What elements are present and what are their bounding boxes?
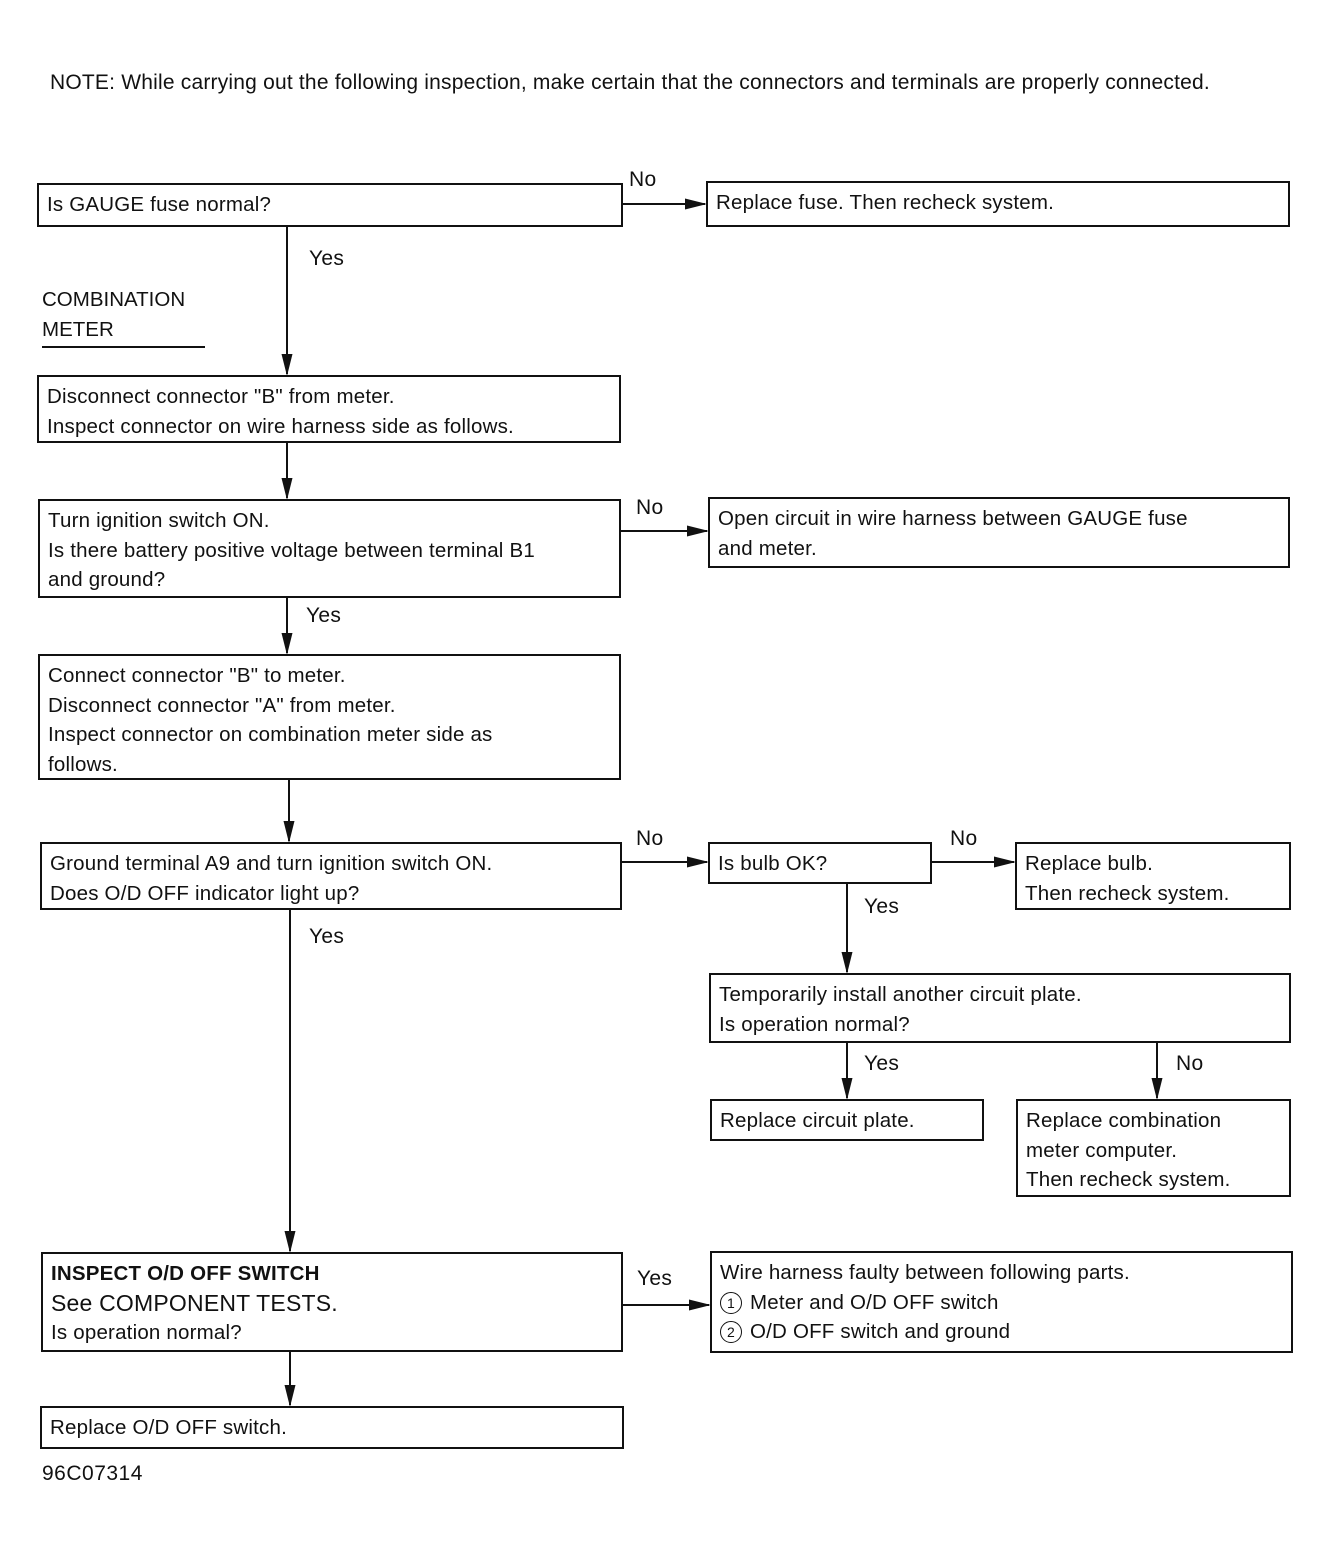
box-wire-harness-faulty: Wire harness faulty between following pa… [710, 1251, 1293, 1353]
note-text: NOTE: While carrying out the following i… [50, 71, 1210, 94]
label-yes-bulb: Yes [864, 895, 900, 918]
label-yes-plate: Yes [864, 1052, 900, 1075]
box-gauge-fuse-question: Is GAUGE fuse normal? [37, 183, 623, 227]
box-bulb-question: Is bulb OK? [708, 842, 932, 884]
label-no-plate: No [1176, 1052, 1204, 1075]
label-yes-ignition: Yes [306, 604, 342, 627]
label-yes-ground: Yes [309, 925, 345, 948]
box-replace-fuse: Replace fuse. Then recheck system. [706, 181, 1290, 227]
label-no-fuse: No [629, 168, 657, 191]
section-label-combination-meter: COMBINATION METER [42, 285, 205, 348]
box-replace-meter-computer: Replace combination meter computer. Then… [1016, 1099, 1291, 1197]
box-disconnect-connector-b: Disconnect connector "B" from meter. Ins… [37, 375, 621, 443]
circled-number-1: 1 [720, 1291, 742, 1314]
box-connect-connector-b: Connect connector "B" to meter. Disconne… [38, 654, 621, 780]
label-no-ground: No [636, 827, 664, 850]
box-circuit-plate-question: Temporarily install another circuit plat… [709, 973, 1291, 1043]
figure-code: 96C07314 [42, 1462, 143, 1485]
box-inspect-od-off-switch: INSPECT O/D OFF SWITCH See COMPONENT TES… [41, 1252, 623, 1352]
box-open-circuit: Open circuit in wire harness between GAU… [708, 497, 1290, 568]
box-ignition-voltage-question: Turn ignition switch ON. Is there batter… [38, 499, 621, 598]
label-yes-fuse: Yes [309, 247, 345, 270]
box-replace-bulb: Replace bulb. Then recheck system. [1015, 842, 1291, 910]
label-yes-switch: Yes [637, 1267, 673, 1290]
box-replace-od-off-switch: Replace O/D OFF switch. [40, 1406, 624, 1449]
label-no-ignition: No [636, 496, 664, 519]
box-ground-a9-question: Ground terminal A9 and turn ignition swi… [40, 842, 622, 910]
label-no-bulb: No [950, 827, 978, 850]
box-replace-circuit-plate: Replace circuit plate. [710, 1099, 984, 1141]
circled-number-2: 2 [720, 1321, 742, 1343]
